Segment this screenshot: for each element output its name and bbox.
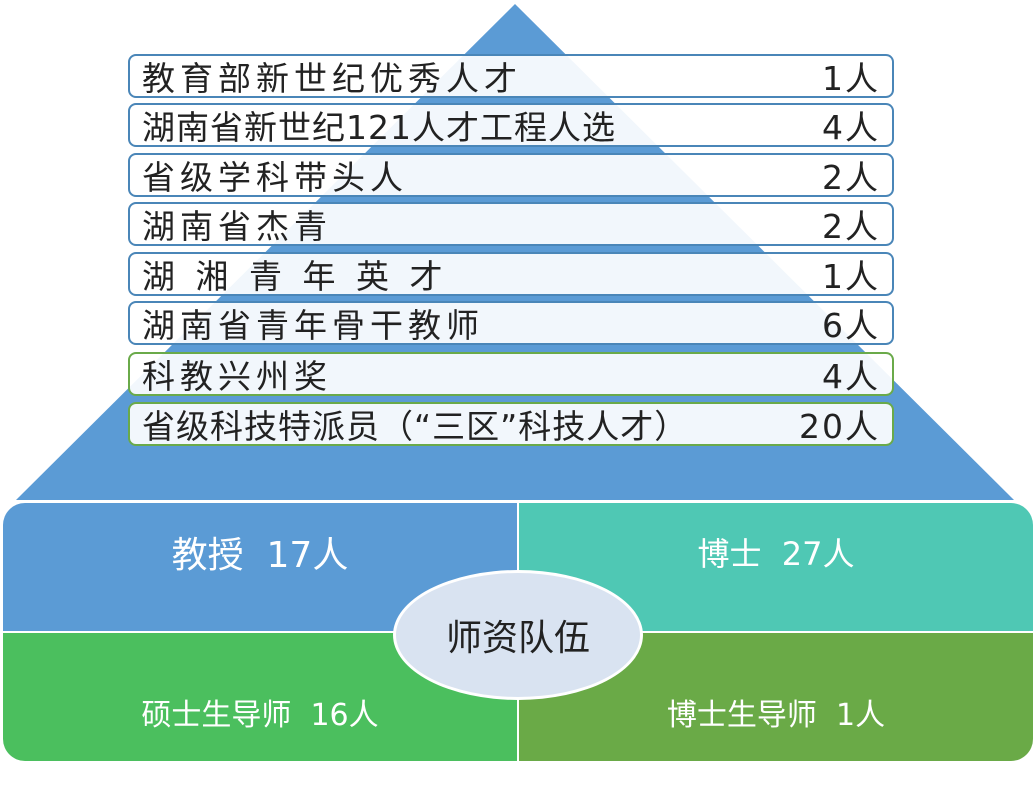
tier-5: 湖 湘 青 年 英 才 1人 [128, 252, 894, 296]
tier-label: 科教兴州奖 [142, 357, 332, 396]
tier-label: 湖南省青年骨干教师 [142, 306, 484, 345]
tier-count: 4人 [822, 357, 880, 396]
tier-count: 4人 [822, 108, 880, 147]
tier-label: 教育部新世纪优秀人才 [142, 59, 522, 98]
tier-label: 湖南省杰青 [142, 207, 332, 246]
tier-count: 1人 [822, 257, 880, 296]
tier-2: 湖南省新世纪121人才工程人选 4人 [128, 103, 894, 147]
tier-4: 湖南省杰青 2人 [128, 202, 894, 246]
master-supervisor-label: 硕士生导师 16人 [141, 698, 379, 733]
tier-6: 湖南省青年骨干教师 6人 [128, 301, 894, 345]
tier-3: 省级学科带头人 2人 [128, 153, 894, 197]
center-label: 师资队伍 [445, 618, 590, 659]
tier-label: 省级科技特派员（“三区”科技人才） [142, 407, 689, 446]
tier-count: 2人 [822, 158, 880, 197]
tier-8: 省级科技特派员（“三区”科技人才） 20人 [128, 402, 894, 446]
tier-count: 1人 [822, 59, 880, 98]
tier-7: 科教兴州奖 4人 [128, 352, 894, 396]
tier-count: 2人 [822, 207, 880, 246]
tier-1: 教育部新世纪优秀人才 1人 [128, 54, 894, 98]
tier-label: 省级学科带头人 [142, 158, 408, 197]
tier-count: 6人 [822, 306, 880, 345]
professor-label: 教授 17人 [171, 535, 349, 576]
tier-count: 20人 [799, 407, 880, 446]
doctorate-label: 博士 27人 [697, 535, 855, 573]
faculty-center-ellipse: 师资队伍 [393, 570, 643, 700]
tier-label: 湖南省新世纪121人才工程人选 [142, 108, 616, 147]
tier-label: 湖 湘 青 年 英 才 [142, 257, 448, 296]
doctoral-supervisor-label: 博士生导师 1人 [666, 698, 886, 733]
